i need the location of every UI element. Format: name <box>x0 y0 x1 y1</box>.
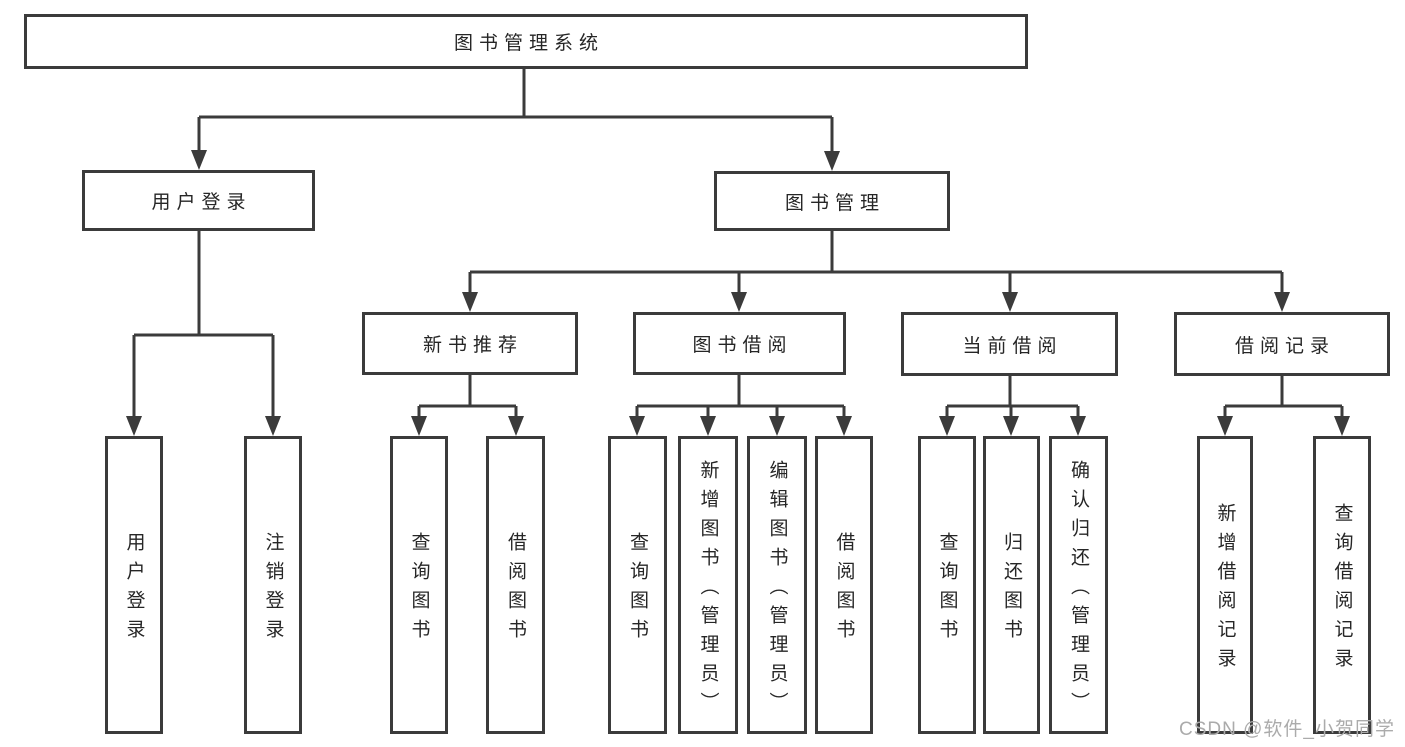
arrow-down-icon <box>629 416 645 436</box>
arrow-down-icon <box>1070 416 1086 436</box>
arrow-down-icon <box>126 416 142 436</box>
leaf-user-login: 用户登录 <box>105 436 163 734</box>
arrow-down-icon <box>824 151 840 171</box>
node-new-book-recommendation: 新书推荐 <box>362 312 578 375</box>
arrow-down-icon <box>1217 416 1233 436</box>
arrow-down-icon <box>939 416 955 436</box>
node-book-management: 图书管理 <box>714 171 950 231</box>
leaf-add-borrowing-record: 新增借阅记录 <box>1197 436 1253 734</box>
node-current-borrowing: 当前借阅 <box>901 312 1118 376</box>
arrow-down-icon <box>769 416 785 436</box>
arrow-down-icon <box>1002 292 1018 312</box>
arrow-down-icon <box>731 292 747 312</box>
arrow-down-icon <box>191 150 207 170</box>
leaf-edit-books-admin: 编辑图书（管理员） <box>747 436 807 734</box>
leaf-query-borrowing-record: 查询借阅记录 <box>1313 436 1371 734</box>
leaf-borrow-books-recommendation: 借阅图书 <box>486 436 545 734</box>
leaf-return-books: 归还图书 <box>983 436 1040 734</box>
arrow-down-icon <box>1003 416 1019 436</box>
node-user-login: 用户登录 <box>82 170 315 231</box>
leaf-query-books-borrowing: 查询图书 <box>608 436 667 734</box>
arrow-down-icon <box>508 416 524 436</box>
leaf-confirm-return-admin: 确认归还（管理员） <box>1049 436 1108 734</box>
leaf-logout: 注销登录 <box>244 436 302 734</box>
leaf-add-books-admin: 新增图书（管理员） <box>678 436 738 734</box>
node-borrowing-records: 借阅记录 <box>1174 312 1390 376</box>
arrow-down-icon <box>462 292 478 312</box>
node-book-borrowing: 图书借阅 <box>633 312 846 375</box>
node-library-management-system: 图书管理系统 <box>24 14 1028 69</box>
csdn-watermark: CSDN @软件_小贺同学 <box>1179 719 1395 740</box>
arrow-down-icon <box>1334 416 1350 436</box>
arrow-down-icon <box>700 416 716 436</box>
arrow-down-icon <box>411 416 427 436</box>
leaf-borrow-books-borrowing: 借阅图书 <box>815 436 873 734</box>
arrow-down-icon <box>1274 292 1290 312</box>
leaf-query-books-current: 查询图书 <box>918 436 976 734</box>
leaf-query-books-recommendation: 查询图书 <box>390 436 448 734</box>
arrow-down-icon <box>265 416 281 436</box>
arrow-down-icon <box>836 416 852 436</box>
